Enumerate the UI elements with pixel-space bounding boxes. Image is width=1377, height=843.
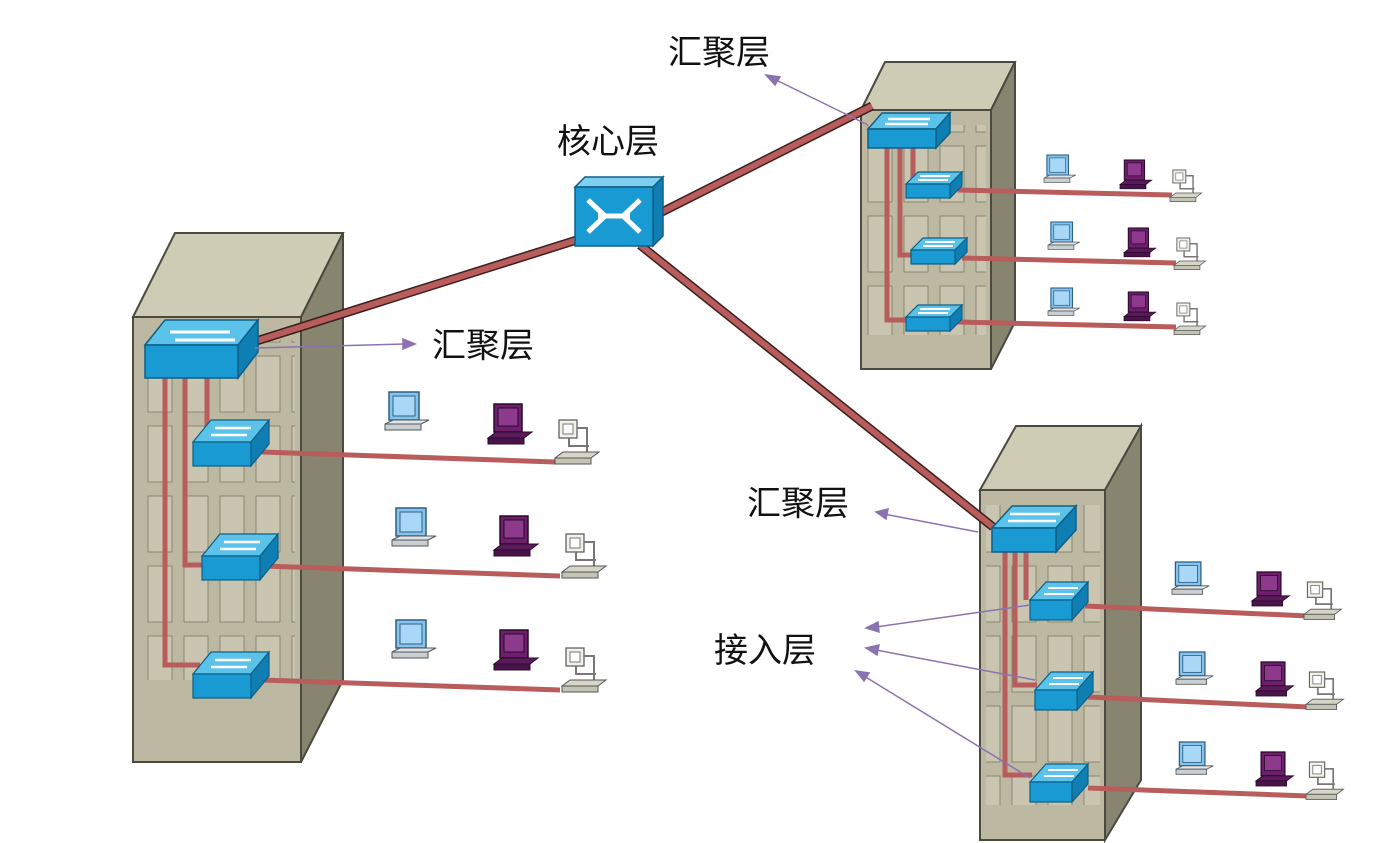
- pc-icon: [1043, 154, 1076, 183]
- terminal-icon: [1168, 169, 1203, 203]
- backbone-links: [248, 101, 996, 531]
- pc-icon: [1047, 287, 1080, 316]
- aggregation-switch-left-icon: [143, 317, 260, 381]
- terminal-icon: [1172, 302, 1207, 336]
- access-switch-icon: [909, 236, 969, 266]
- access-switch-icon: [904, 303, 964, 333]
- workstation-icon: [486, 403, 534, 445]
- end-devices: [384, 154, 1345, 800]
- label-core-layer: 核心层: [557, 122, 659, 162]
- access-switch-icon: [1028, 762, 1090, 804]
- terminal-icon: [1304, 761, 1345, 800]
- workstation-icon: [1254, 661, 1295, 697]
- label-aggregation-layer-right: 汇聚层: [747, 484, 849, 524]
- label-aggregation-layer-top: 汇聚层: [668, 33, 770, 73]
- pc-icon: [391, 507, 437, 547]
- core-switch-icon: [573, 175, 665, 248]
- access-switch-icon: [191, 418, 271, 468]
- label-access-layer: 接入层: [714, 631, 816, 671]
- label-aggregation-layer-left: 汇聚层: [432, 326, 534, 366]
- pc-icon: [391, 619, 437, 659]
- workstation-icon: [1122, 227, 1157, 258]
- workstation-icon: [1254, 751, 1295, 787]
- access-switch-icon: [1028, 580, 1090, 622]
- terminal-icon: [560, 533, 608, 579]
- aggregation-switch-top-right-icon: [866, 111, 952, 150]
- aggregation-switch-bottom-right-icon: [990, 504, 1078, 554]
- pc-icon: [1171, 561, 1210, 595]
- access-switch-icon: [1033, 670, 1095, 712]
- workstation-icon: [492, 629, 540, 671]
- access-switches: [191, 170, 1095, 804]
- access-switch-icon: [904, 170, 964, 200]
- terminal-icon: [1304, 671, 1345, 710]
- workstation-icon: [492, 515, 540, 557]
- workstation-icon: [1118, 159, 1153, 190]
- access-links: [261, 187, 1309, 799]
- annotation-arrows: [254, 73, 1036, 779]
- pc-icon: [1175, 651, 1214, 685]
- access-switch-icon: [200, 532, 280, 582]
- workstation-icon: [1250, 571, 1291, 607]
- access-switch-icon: [191, 650, 271, 700]
- pc-icon: [1047, 221, 1080, 250]
- pc-icon: [384, 391, 430, 431]
- terminal-icon: [1302, 581, 1343, 620]
- terminal-icon: [553, 419, 601, 465]
- workstation-icon: [1122, 291, 1157, 322]
- terminal-icon: [1172, 237, 1207, 271]
- pc-icon: [1175, 741, 1214, 775]
- terminal-icon: [560, 647, 608, 693]
